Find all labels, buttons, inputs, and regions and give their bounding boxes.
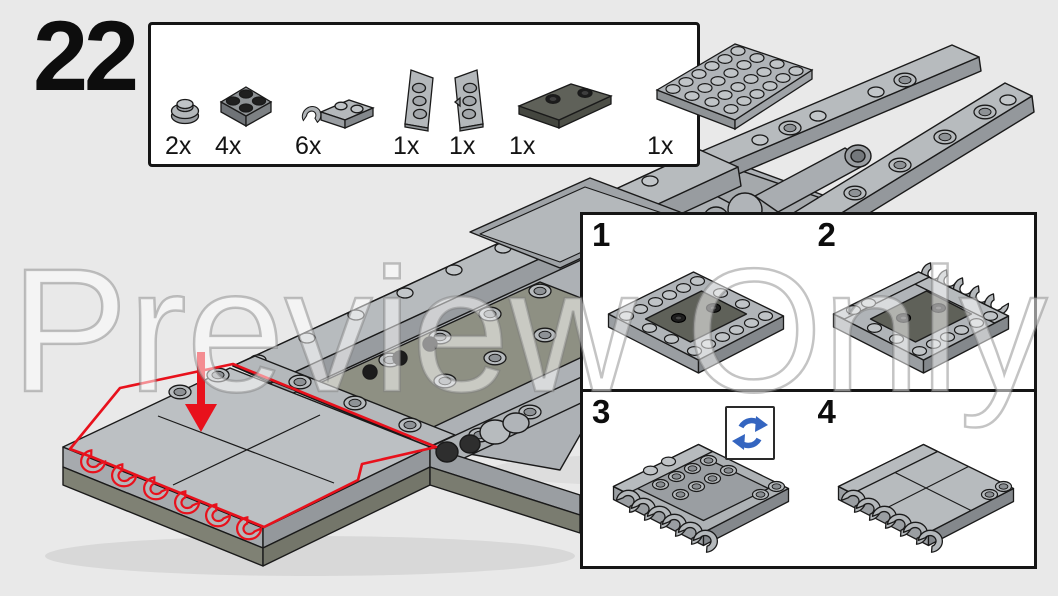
substep-3: 3 <box>583 392 809 566</box>
placement-outline <box>68 362 438 529</box>
substep-1: 1 <box>583 215 809 389</box>
substep-4-assembly <box>838 443 1015 554</box>
plate-1x2-with-clip-icon <box>298 98 375 129</box>
part-count: 2x <box>165 131 192 160</box>
substep-4: 4 <box>809 392 1035 566</box>
placement-arrow-icon <box>185 352 217 432</box>
substep-number: 3 <box>592 393 611 430</box>
step-number: 22 <box>33 0 139 111</box>
flip-rotate-icon <box>725 406 775 460</box>
substep-number: 1 <box>592 216 611 253</box>
part-count: 1x <box>449 131 476 160</box>
substep-3-assembly <box>612 443 789 554</box>
part-item: 1x <box>647 34 822 161</box>
substeps-row-bottom: 3 <box>583 389 1034 566</box>
wedge-plate-right-icon <box>453 68 484 132</box>
substep-1-assembly <box>607 271 784 374</box>
substep-number: 2 <box>817 216 836 253</box>
part-count: 6x <box>295 131 322 160</box>
plate-4x6-icon <box>655 42 814 130</box>
substep-2: 2 <box>809 215 1035 389</box>
part-count: 1x <box>647 131 674 160</box>
part-item: 1x <box>393 62 439 161</box>
part-item: 4x <box>215 80 277 161</box>
part-item: 6x <box>295 88 381 161</box>
part-item: 1x <box>509 76 617 161</box>
part-count: 4x <box>215 131 242 160</box>
tile-2x4-with-studs-icon <box>517 82 613 129</box>
substeps-panel: 1 <box>580 212 1037 569</box>
part-count: 1x <box>393 131 420 160</box>
parts-list-panel: 2x 4x <box>148 22 814 167</box>
part-item: 1x <box>449 62 495 161</box>
substep-number: 4 <box>817 393 836 430</box>
plate-2x2-inverted-icon <box>219 85 273 127</box>
wedge-plate-left-icon <box>404 68 434 132</box>
part-item: 2x <box>165 86 205 161</box>
substeps-row-top: 1 <box>583 215 1034 389</box>
part-count: 1x <box>509 131 536 160</box>
ground-shadow <box>45 536 575 576</box>
substep-2-assembly <box>833 259 1012 374</box>
plate-round-1x1-icon <box>170 98 200 124</box>
